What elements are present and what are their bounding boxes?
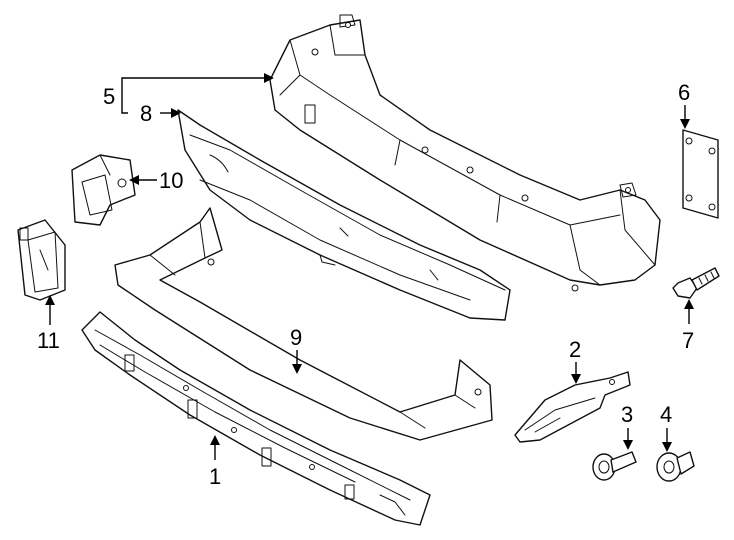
bolt-part-7 — [672, 267, 720, 299]
callout-leaders — [45, 73, 694, 460]
callout-2: 2 — [569, 337, 581, 362]
arrowhead-7 — [684, 299, 694, 309]
arrowhead-10 — [129, 175, 139, 185]
arrowhead-6 — [680, 119, 690, 129]
callout-8: 8 — [140, 101, 152, 126]
push-clip-part-3 — [592, 451, 637, 481]
callout-1: 1 — [209, 464, 221, 489]
arrowhead-11 — [45, 295, 55, 305]
plate-part-6 — [682, 129, 719, 219]
arrowhead-5 — [264, 73, 274, 83]
arrowhead-1 — [210, 435, 220, 445]
callout-6: 6 — [678, 80, 690, 105]
callout-labels: 5 8 10 11 9 1 2 3 4 6 7 — [37, 80, 694, 489]
callout-5: 5 — [103, 84, 115, 109]
callout-3: 3 — [621, 402, 633, 427]
arrowhead-9 — [292, 364, 302, 374]
arrowhead-8 — [171, 108, 181, 118]
lower-beam-part — [81, 311, 431, 526]
bracket-part-11 — [17, 219, 66, 301]
energy-absorber-part — [177, 109, 511, 321]
arrowhead-2 — [571, 374, 581, 384]
small-bracket-part-2 — [514, 371, 631, 443]
nut-part-4 — [656, 451, 695, 482]
callout-4: 4 — [660, 402, 672, 427]
reinforcement-beam-part — [269, 14, 661, 292]
callout-9: 9 — [290, 325, 302, 350]
arrowhead-4 — [662, 442, 672, 452]
arrowhead-3 — [623, 440, 633, 450]
leader-line-5-8 — [121, 88, 128, 114]
lower-support-part — [114, 207, 493, 441]
callout-7: 7 — [682, 328, 694, 353]
leader-line-5 — [121, 77, 266, 88]
callout-11: 11 — [37, 328, 60, 353]
bracket-part-10 — [71, 154, 136, 226]
callout-10: 10 — [159, 168, 183, 193]
